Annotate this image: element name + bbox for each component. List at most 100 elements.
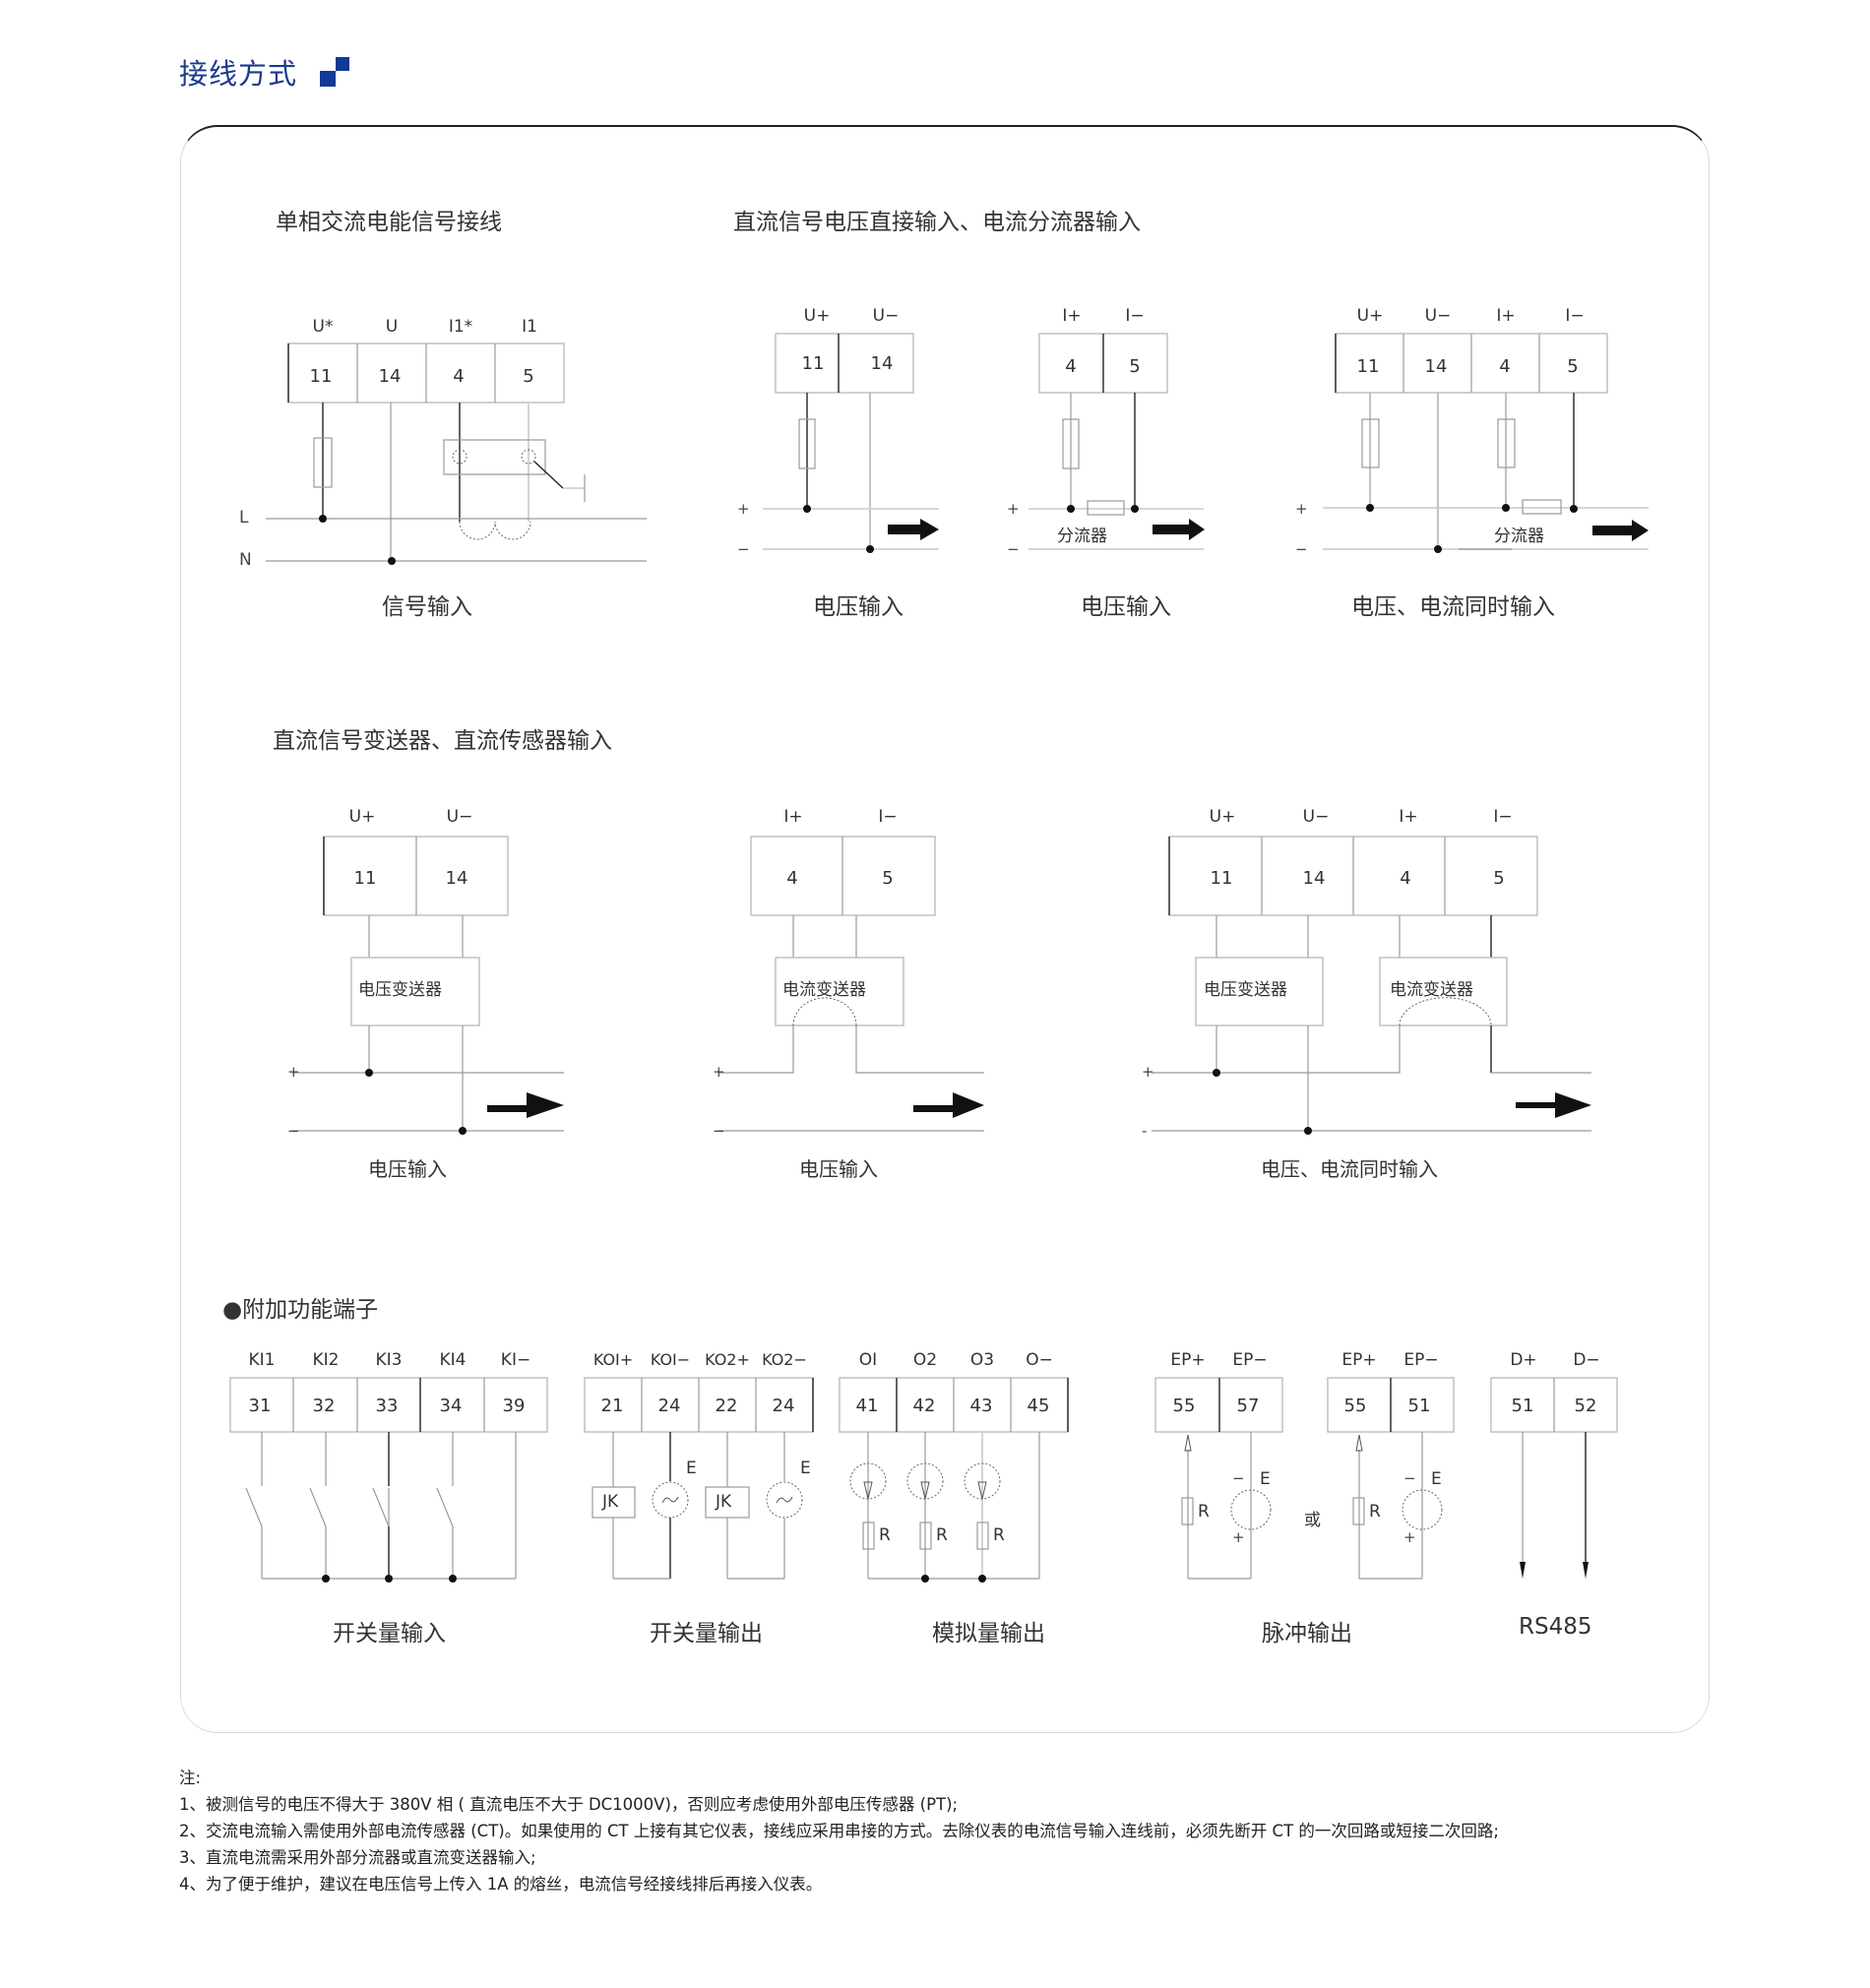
voltage-transmitter-label: 电压变送器 <box>1204 980 1287 1000</box>
terminal-number: 11 <box>1356 356 1380 377</box>
resistor-label: R <box>993 1525 1005 1545</box>
terminal-label: KI1 <box>248 1350 276 1370</box>
terminal-number: 21 <box>600 1396 624 1416</box>
terminal-number: 5 <box>1129 356 1141 377</box>
arrow-right-icon <box>1592 520 1649 541</box>
dc-voltage-diagram <box>763 333 939 553</box>
line-label-l: L <box>239 508 249 528</box>
analog-output-caption: 模拟量输出 <box>932 1621 1045 1646</box>
resistor-label: R <box>936 1525 948 1545</box>
source-minus: − <box>1403 1469 1416 1487</box>
switch-input-diagram <box>229 1377 548 1583</box>
terminal-label: EP− <box>1403 1350 1439 1370</box>
shunt-label: 分流器 <box>1494 527 1544 546</box>
both-transmitters-diagram <box>1152 836 1591 1135</box>
terminal-label: KI3 <box>375 1350 403 1370</box>
terminal-number: 24 <box>657 1396 681 1416</box>
current-transmitter-label: 电流变送器 <box>782 980 866 1000</box>
rail-minus: − <box>713 1122 725 1140</box>
terminal-label: KI4 <box>439 1350 467 1370</box>
terminal-number: 5 <box>1567 356 1579 377</box>
rail-minus: − <box>1295 540 1308 558</box>
switch-output-caption: 开关量输出 <box>650 1621 763 1646</box>
current-transmitter-diagram <box>718 836 984 1132</box>
terminal-number: 4 <box>786 868 798 889</box>
arrow-right-icon <box>487 1092 564 1118</box>
terminal-number: 11 <box>353 868 377 889</box>
rail-plus: + <box>1295 500 1308 518</box>
terminal-number: 4 <box>1065 356 1077 377</box>
both-transmitters-caption: 电压、电流同时输入 <box>1261 1157 1438 1181</box>
terminal-number: 5 <box>523 366 534 387</box>
dc-both-caption: 电压、电流同时输入 <box>1351 594 1555 620</box>
terminal-label: U* <box>312 317 334 337</box>
terminal-number: 14 <box>445 868 468 889</box>
terminal-number: 51 <box>1407 1396 1431 1416</box>
switch-output-diagram <box>584 1377 814 1580</box>
terminal-label: U+ <box>1209 807 1236 827</box>
voltage-transmitter-caption: 电压输入 <box>368 1157 447 1181</box>
terminal-number: 31 <box>248 1396 272 1416</box>
terminal-label: O3 <box>969 1350 995 1370</box>
terminal-number: 14 <box>870 353 894 374</box>
switch-input-caption: 开关量输入 <box>333 1621 446 1646</box>
terminal-number: 5 <box>1493 868 1505 889</box>
notes-heading: 注: <box>179 1769 202 1787</box>
dc-voltage-caption: 电压输入 <box>813 594 904 620</box>
terminal-label: D− <box>1573 1350 1600 1370</box>
terminal-label: KOI+ <box>592 1350 634 1369</box>
terminal-label: I+ <box>1062 306 1082 326</box>
terminal-label: KO2+ <box>705 1350 750 1369</box>
terminal-number: 4 <box>1499 356 1511 377</box>
rail-plus: + <box>1142 1063 1154 1081</box>
analog-output-diagram <box>839 1377 1069 1583</box>
terminal-label: U+ <box>348 807 376 827</box>
resistor-label: R <box>879 1525 891 1545</box>
terminal-number: 4 <box>1400 868 1411 889</box>
terminal-label: KO2− <box>762 1350 807 1369</box>
terminal-number: 51 <box>1511 1396 1534 1416</box>
terminal-label: U+ <box>803 306 831 326</box>
dc-current-caption: 电压输入 <box>1081 594 1171 620</box>
terminal-label: EP− <box>1232 1350 1268 1370</box>
terminal-label: I+ <box>783 807 803 827</box>
source-plus: + <box>1232 1528 1245 1546</box>
terminal-label: I1 <box>522 317 537 337</box>
terminal-number: 39 <box>502 1396 526 1416</box>
source-minus: − <box>1232 1469 1245 1487</box>
dc-both-diagram <box>1323 333 1649 553</box>
terminal-number: 24 <box>772 1396 795 1416</box>
transmitter-section-title: 直流信号变送器、直流传感器输入 <box>273 728 612 754</box>
terminal-number: 34 <box>439 1396 463 1416</box>
relay-label: JK <box>716 1492 732 1512</box>
dc-section-title: 直流信号电压直接输入、电流分流器输入 <box>733 210 1141 235</box>
terminal-number: 55 <box>1172 1396 1196 1416</box>
terminal-label: U+ <box>1356 306 1384 326</box>
terminal-number: 14 <box>378 366 402 387</box>
source-label: E <box>800 1459 811 1478</box>
terminal-number: 45 <box>1027 1396 1050 1416</box>
or-label: 或 <box>1304 1511 1321 1530</box>
terminal-number: 33 <box>375 1396 399 1416</box>
line-label-n: N <box>239 550 252 570</box>
rail-plus: + <box>287 1063 300 1081</box>
terminal-label: U− <box>446 807 473 827</box>
source-plus: + <box>1403 1528 1416 1546</box>
rs485-caption: RS485 <box>1519 1614 1592 1640</box>
terminal-label: EP+ <box>1341 1350 1377 1370</box>
voltage-transmitter-diagram <box>292 836 564 1135</box>
rail-plus: + <box>737 500 750 518</box>
terminal-label: EP+ <box>1170 1350 1206 1370</box>
terminal-label: U <box>385 317 399 337</box>
pulse-output-caption: 脉冲输出 <box>1262 1621 1352 1646</box>
terminal-number: 5 <box>882 868 894 889</box>
source-label: E <box>686 1459 697 1478</box>
terminal-label: KOI− <box>650 1350 691 1369</box>
note-item: 3、直流电流需采用外部分流器或直流变送器输入; <box>179 1848 536 1867</box>
terminal-number: 14 <box>1424 356 1448 377</box>
title-accent-icon <box>320 57 351 89</box>
relay-label: JK <box>602 1492 619 1512</box>
rail-plus: + <box>1007 500 1020 518</box>
terminal-number: 14 <box>1302 868 1326 889</box>
